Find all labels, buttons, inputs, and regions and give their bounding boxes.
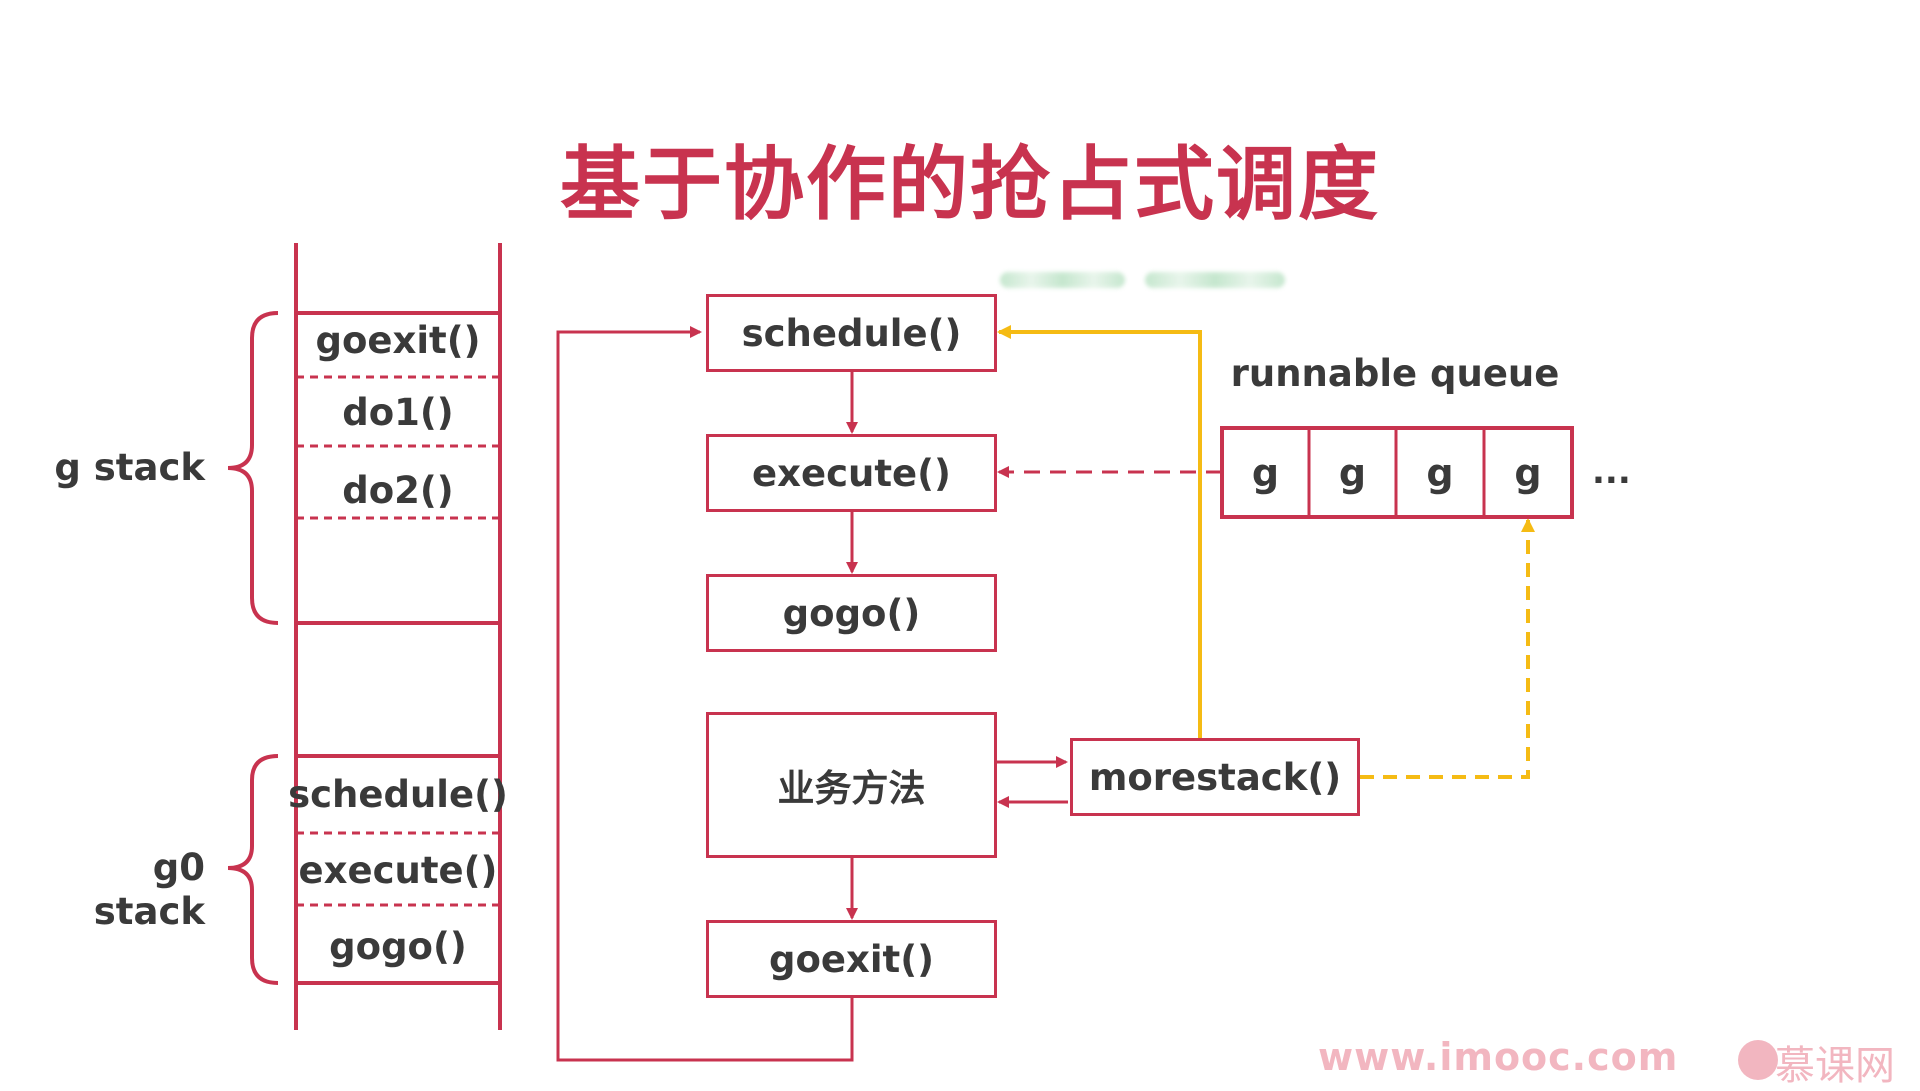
g0-stack-label: g0 stack xyxy=(93,846,205,933)
g-stack-cell-goexit: goexit() xyxy=(315,318,481,362)
blurred-annotation xyxy=(1145,272,1285,288)
g-stack-brace xyxy=(227,311,279,625)
morestack-box: morestack() xyxy=(1070,738,1360,816)
runnable-queue-label: runnable queue xyxy=(1230,352,1560,395)
execute-box: execute() xyxy=(706,434,997,512)
g0-stack-cell-execute: execute() xyxy=(298,848,498,892)
g-stack-cell-do1: do1() xyxy=(342,390,454,434)
blurred-annotation xyxy=(1000,272,1125,288)
business-method-box: 业务方法 xyxy=(706,712,997,858)
g-stack-cell-do2: do2() xyxy=(342,468,454,512)
slide-title: 基于协作的抢占式调度 xyxy=(560,138,1380,231)
goexit-box: goexit() xyxy=(706,920,997,998)
g0-stack-cell-schedule: schedule() xyxy=(288,772,508,816)
queue-ellipsis: ... xyxy=(1592,452,1631,492)
footer-url: www.imooc.com xyxy=(1318,1035,1679,1079)
imooc-logo-icon xyxy=(1738,1040,1778,1080)
loop-line xyxy=(556,326,854,1062)
arrow-morestack-queue xyxy=(1360,518,1535,779)
g0-stack-cell-gogo: gogo() xyxy=(329,924,467,968)
arrow-morestack-schedule xyxy=(997,325,1202,738)
queue-item-g: g xyxy=(1251,450,1280,495)
queue-item-g: g xyxy=(1514,450,1542,495)
schedule-box: schedule() xyxy=(706,294,997,372)
queue-item-g: g xyxy=(1426,450,1454,495)
gogo-box: gogo() xyxy=(706,574,997,652)
g-stack-label: g stack xyxy=(54,446,205,489)
footer-brand: 慕课网 xyxy=(1775,1043,1895,1089)
g0-stack-brace xyxy=(227,754,279,985)
queue-item-g: g xyxy=(1338,450,1367,495)
